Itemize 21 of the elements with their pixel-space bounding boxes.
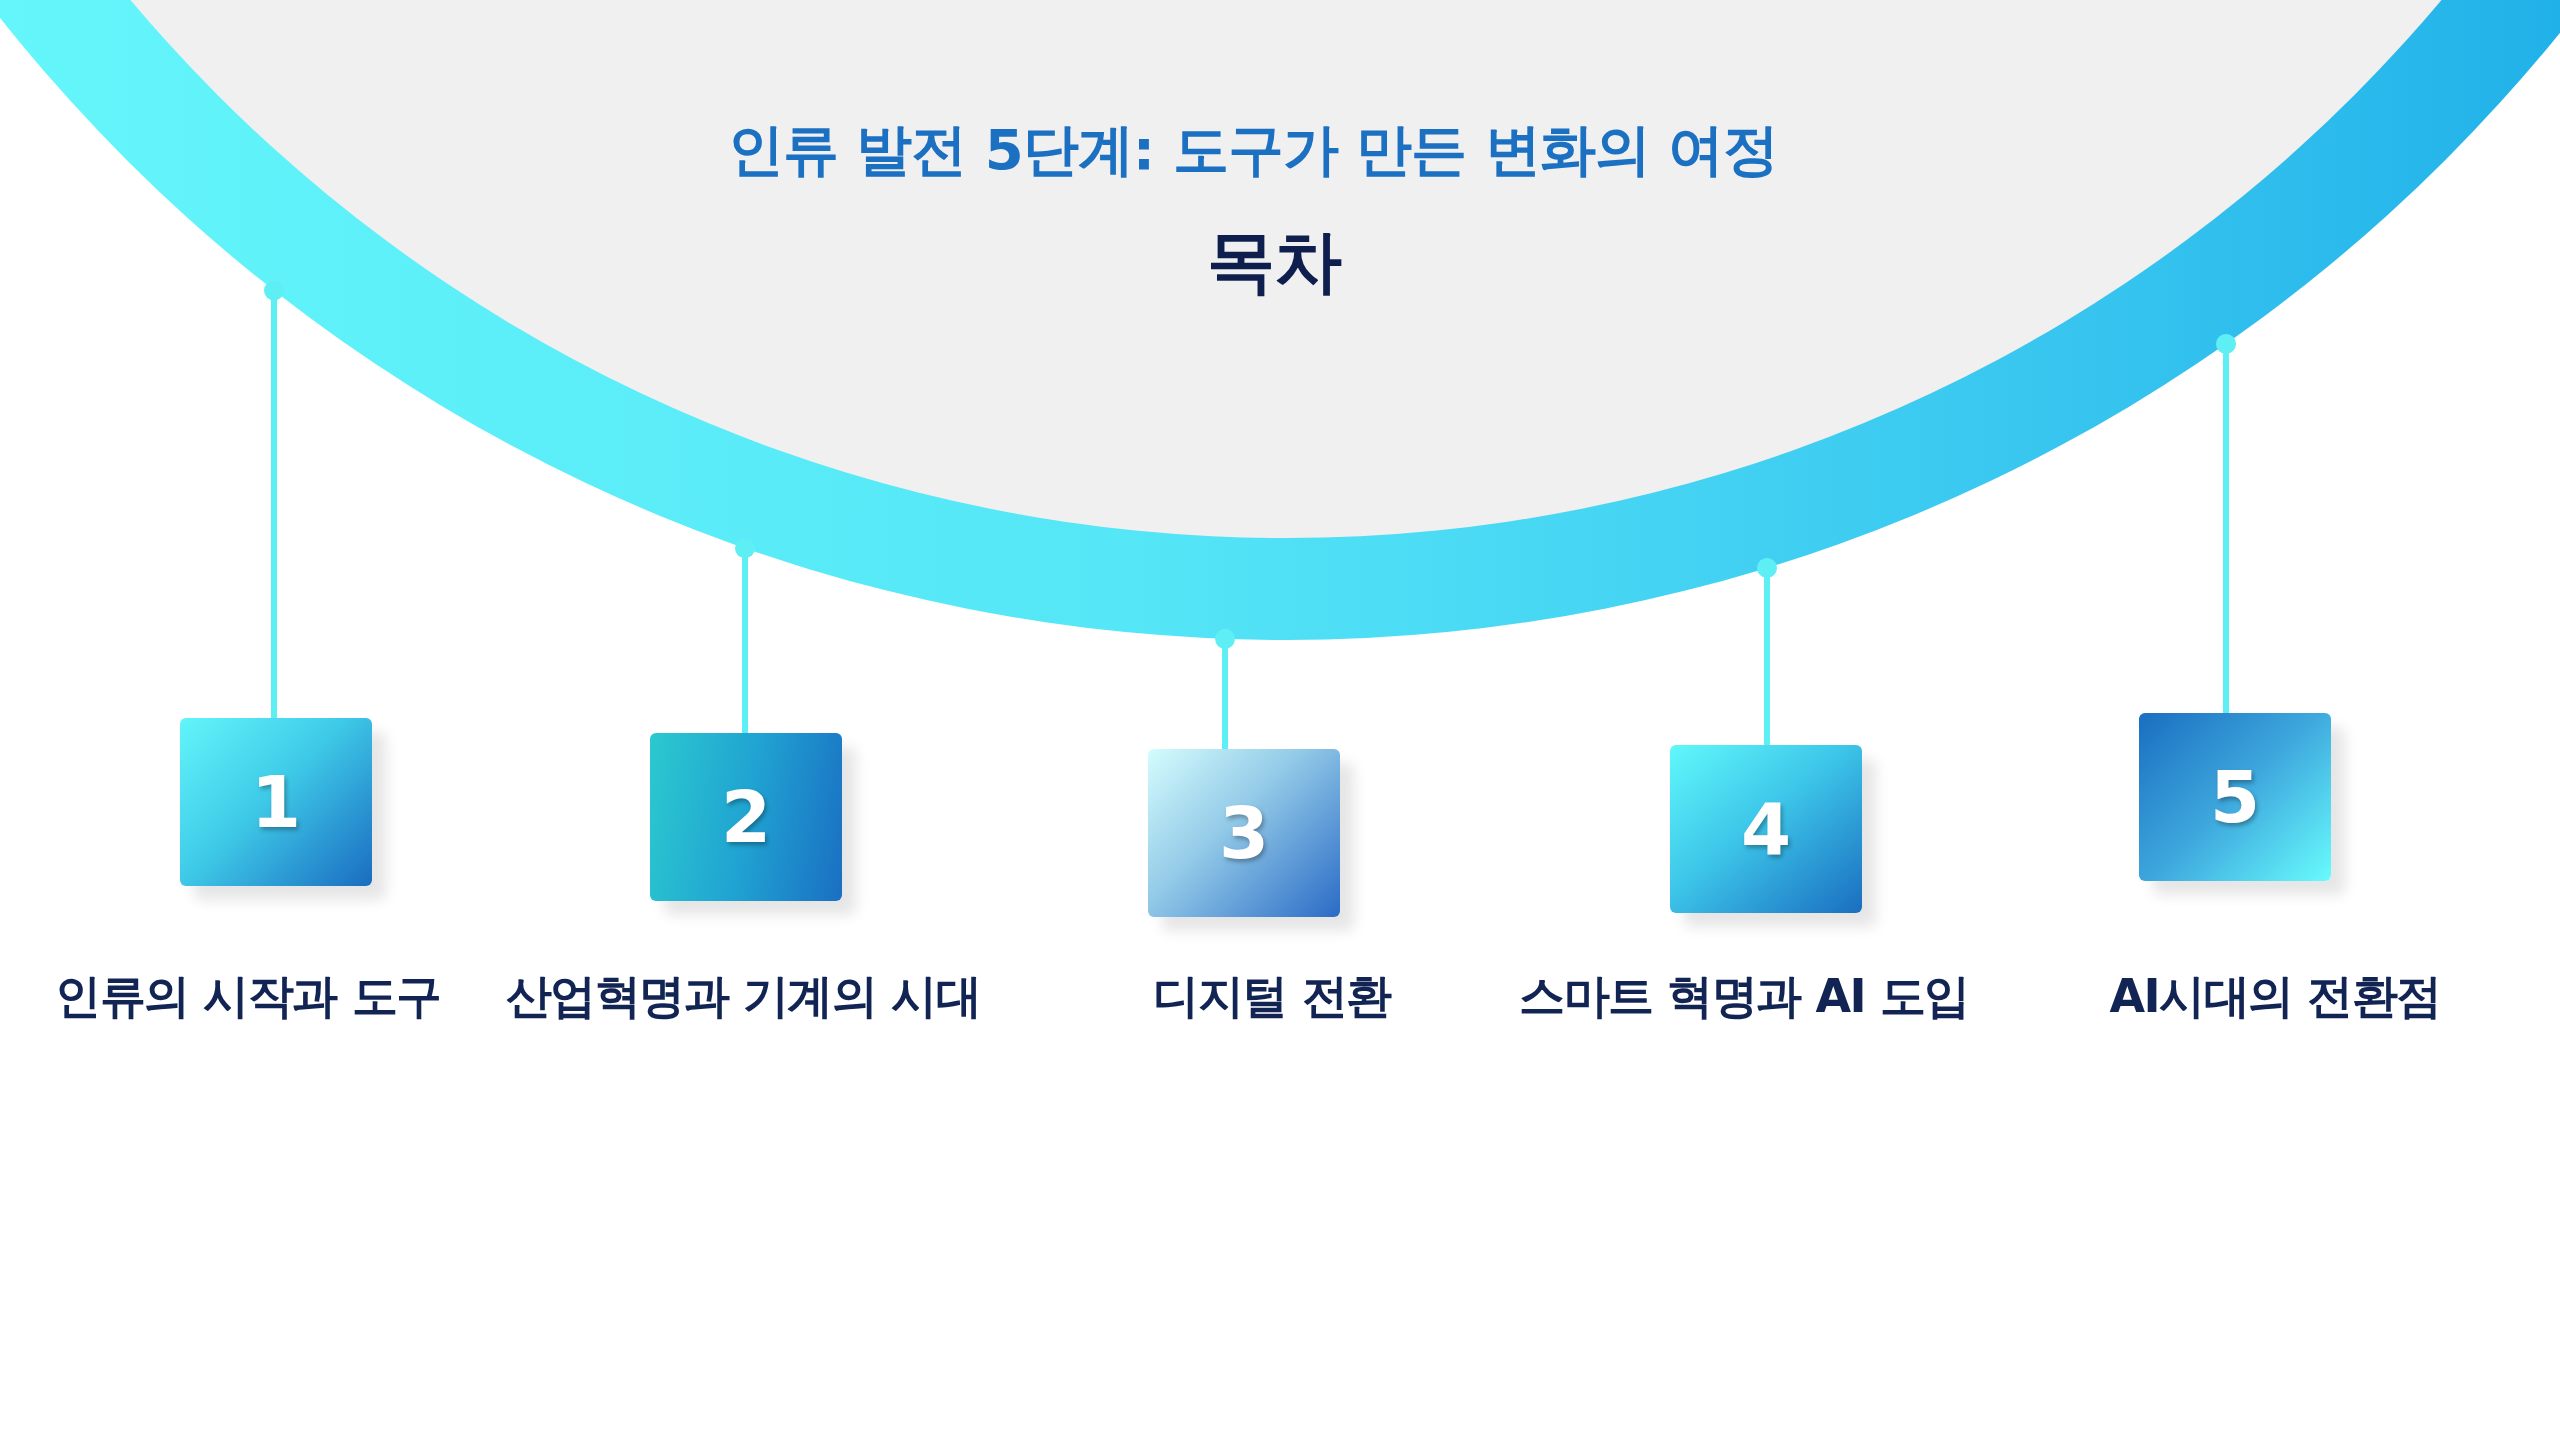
step-label: AI시대의 전환점 bbox=[2109, 969, 2441, 1023]
leader-line bbox=[2216, 333, 2236, 713]
number-tile bbox=[650, 733, 842, 901]
semicircle-panel bbox=[0, 0, 2560, 640]
leader-line bbox=[1757, 557, 1777, 745]
number-tile bbox=[1670, 745, 1862, 913]
step-number: 3 bbox=[1218, 797, 1270, 869]
step-label: 디지털 전환 bbox=[1153, 969, 1391, 1023]
step-number: 1 bbox=[250, 766, 302, 838]
step-number: 5 bbox=[2209, 761, 2261, 833]
step-number: 2 bbox=[720, 781, 772, 853]
subtitle: 인류 발전 5단계: 도구가 만든 변화의 여정 bbox=[727, 117, 1779, 183]
number-tile bbox=[2139, 713, 2331, 881]
leader-line bbox=[1215, 628, 1235, 749]
number-tile bbox=[180, 718, 372, 886]
step-label: 인류의 시작과 도구 bbox=[55, 969, 441, 1023]
heading: 목차 bbox=[1207, 222, 1341, 302]
step-label: 스마트 혁명과 AI 도입 bbox=[1519, 969, 1969, 1023]
number-tile bbox=[1148, 749, 1340, 917]
step-label: 산업혁명과 기계의 시대 bbox=[506, 969, 980, 1023]
step-number: 4 bbox=[1740, 793, 1792, 865]
